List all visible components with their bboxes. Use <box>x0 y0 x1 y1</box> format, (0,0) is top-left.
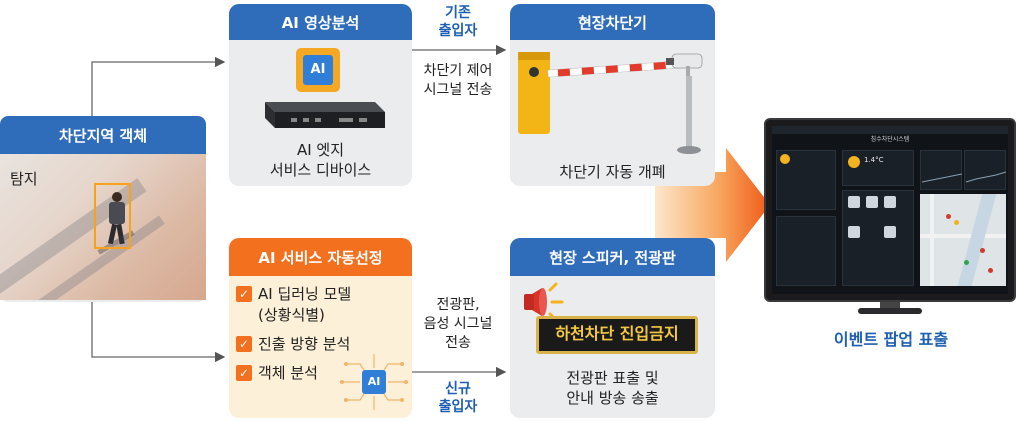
ai-service-title: AI 서비스 자동선정 <box>229 238 412 276</box>
detection-label: 탐지 <box>10 170 38 188</box>
new-user-label-2: 출입자 <box>438 399 478 415</box>
existing-user-label-1: 기존 <box>445 5 471 21</box>
ai-service-checklist: ✓ AI 딥러닝 모델 (상황식별) ✓ 진출 방향 분석 ✓ 객체 분석 <box>236 284 406 384</box>
signal-desc-3: 전송 <box>445 335 471 351</box>
barrier-gate-icon <box>518 52 703 154</box>
monitor-screen: 침수차단시스템 1.4°C <box>772 126 1008 294</box>
monitor-icon: 침수차단시스템 1.4°C <box>764 118 1016 302</box>
ai-circuit-chip-icon <box>340 354 408 410</box>
monitor-app-title: 침수차단시스템 <box>870 136 910 143</box>
person-head <box>112 192 122 202</box>
signal-desc-2: 음성 시그널 <box>423 316 493 332</box>
ai-video-panel: AI 영상분석 <box>229 4 412 186</box>
ai-video-title: AI 영상분석 <box>229 4 412 40</box>
sun-icon <box>780 154 790 164</box>
detection-title: 차단지역 객체 <box>0 116 206 154</box>
monitor-caption: 이벤트 팝업 표출 <box>833 330 949 349</box>
check-item-direction: ✓ 진출 방향 분석 <box>236 334 406 355</box>
ai-circuit-chip-text: AI <box>367 375 381 388</box>
speaker-title: 현장 스피커, 전광판 <box>510 238 715 276</box>
check-item-sub: (상황식별) <box>258 306 325 324</box>
new-user-label-1: 신규 <box>445 381 471 397</box>
checkbox-icon: ✓ <box>236 365 252 381</box>
ai-video-caption-line2: 서비스 디바이스 <box>269 161 372 179</box>
monitor-map <box>920 194 1006 286</box>
signal-desc-1: 전광판, <box>436 297 480 313</box>
ai-video-caption-line1: AI 엣지 <box>296 141 345 159</box>
checkbox-icon: ✓ <box>236 286 252 302</box>
check-item-object: ✓ 객체 분석 <box>236 363 406 384</box>
speaker-caption-line1: 전광판 표출 및 <box>566 369 659 387</box>
check-item-deep-learning: ✓ AI 딥러닝 모델 <box>236 284 406 305</box>
barrier-caption: 차단기 자동 개폐 <box>559 163 666 181</box>
warning-sign-board: 하천차단 진입금지 <box>536 316 698 354</box>
ai-chip-icon: AI <box>296 48 340 92</box>
edge-device-icon <box>265 102 385 128</box>
detection-box <box>94 183 131 249</box>
monitor-stand <box>880 302 900 310</box>
barrier-title: 현장차단기 <box>510 4 715 40</box>
monitor-temp: 1.4°C <box>864 156 884 164</box>
checkbox-icon: ✓ <box>236 336 252 352</box>
existing-user-label-2: 출입자 <box>438 23 478 39</box>
barrier-control-desc-1: 차단기 제어 <box>423 63 493 79</box>
detection-photo: 탐지 <box>0 154 206 300</box>
speaker-caption-line2: 안내 방송 송출 <box>566 389 659 407</box>
alarm-speaker-icon <box>524 282 564 322</box>
barrier-control-desc-2: 시그널 전송 <box>423 82 493 98</box>
